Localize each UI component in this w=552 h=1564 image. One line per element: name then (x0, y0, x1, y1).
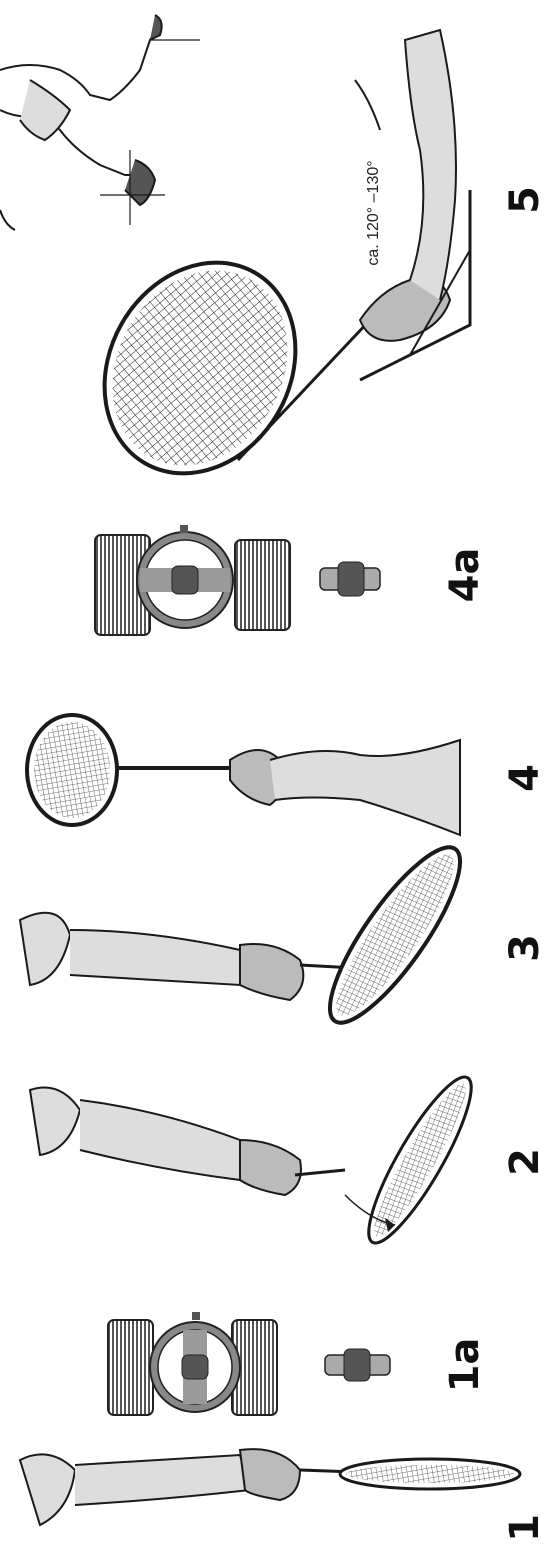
figure-label-2: 2 (505, 1142, 545, 1182)
figure-label-1a: 1a (445, 1330, 485, 1400)
grip-detail-3 (20, 832, 480, 1038)
grip-detail-5 (67, 30, 470, 508)
figure-label-4: 4 (505, 758, 545, 798)
figure-label-3: 3 (505, 928, 545, 968)
figure-label-4a: 4a (445, 540, 485, 610)
watch-4a (95, 525, 380, 635)
player-figure (0, 15, 200, 230)
angle-annotation: ca. 120° –130° (366, 143, 382, 283)
grip-detail-2 (30, 1067, 487, 1254)
grip-detail-1 (20, 1449, 520, 1525)
watch-1a (108, 1312, 390, 1415)
figure-label-5: 5 (505, 180, 545, 220)
grip-detail-4 (27, 715, 460, 835)
figure-label-1: 1 (505, 1508, 545, 1548)
